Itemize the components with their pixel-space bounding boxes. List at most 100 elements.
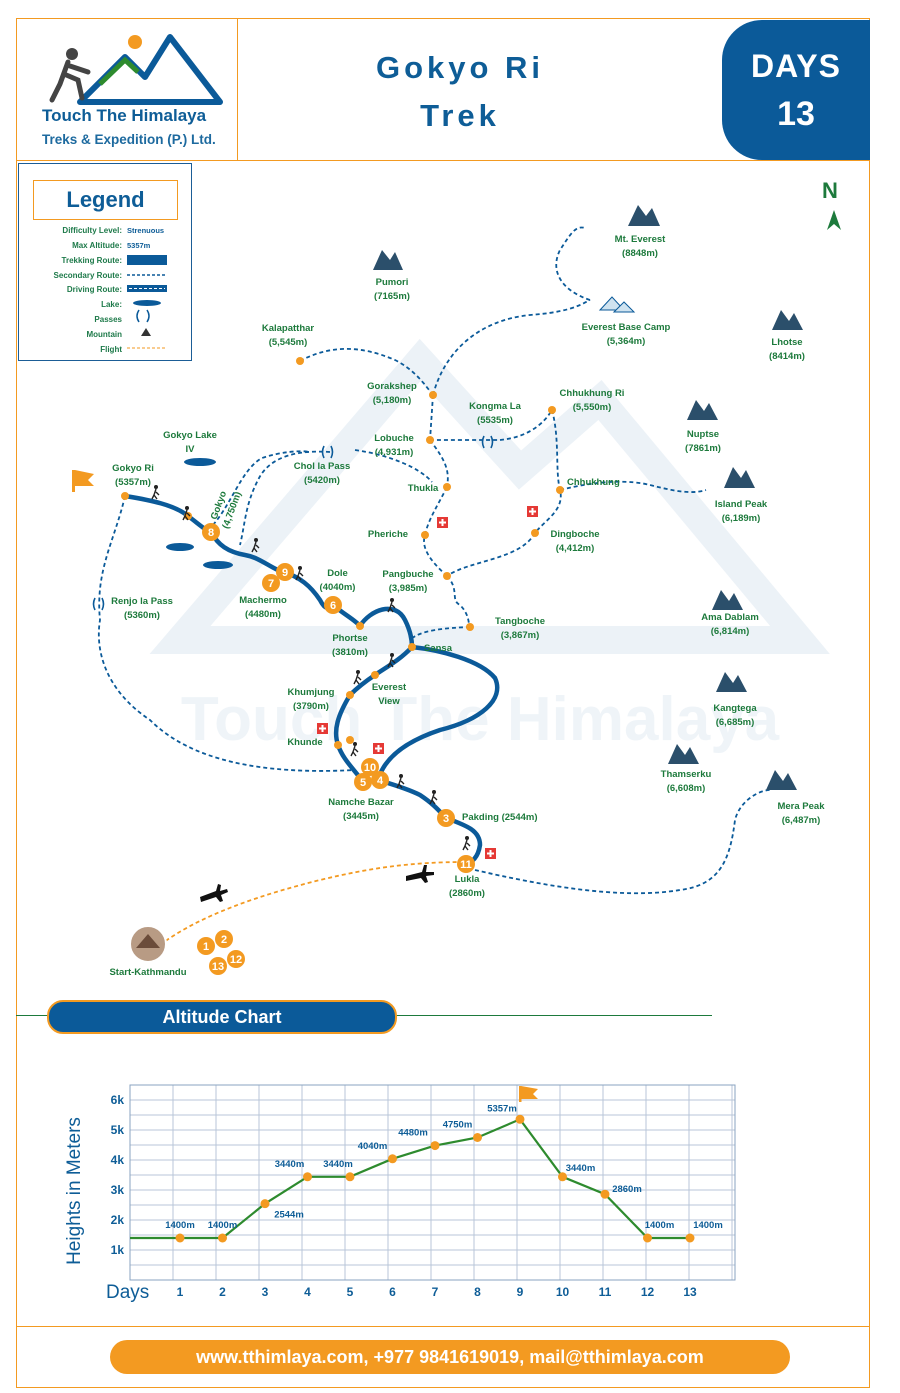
hospital-icon <box>437 517 448 528</box>
pass-icons <box>92 435 494 611</box>
day-pin: 12 <box>227 950 245 968</box>
x-tick-label: 4 <box>304 1285 311 1299</box>
y-tick-label: 4k <box>111 1153 125 1167</box>
label-lukla: Lukla(2860m) <box>438 873 496 901</box>
svg-text:2: 2 <box>221 934 227 946</box>
data-label: 3440m <box>566 1163 596 1174</box>
label-text: Sansa <box>424 643 452 654</box>
data-label: 1400m <box>165 1220 195 1231</box>
label-alt: (6,814m) <box>710 626 750 637</box>
x-tick-label: 12 <box>641 1285 655 1299</box>
svg-text:3: 3 <box>443 813 449 825</box>
hospital-icon <box>317 723 328 734</box>
day-pin: 4 <box>371 771 389 789</box>
label-text: Island Peak <box>714 499 768 510</box>
label-khunde: Khunde <box>280 736 330 750</box>
altitude-point <box>175 1233 185 1243</box>
hospital-icon <box>485 848 496 859</box>
gokyo-lake-icon <box>184 458 216 466</box>
page-title-line2: Trek <box>420 98 500 133</box>
mountain-icon <box>766 770 797 790</box>
altitude-point <box>303 1172 312 1182</box>
header-bottom-divider <box>16 160 870 161</box>
label-namche-bazar: Namche Bazar(3445m) <box>318 796 404 824</box>
x-tick-label: 2 <box>219 1285 226 1299</box>
mountain-icons <box>373 205 803 790</box>
label-text: Gokyo Ri <box>112 463 154 474</box>
legend-max-altitude-value: 5357m <box>127 241 151 250</box>
label-text: Start-Kathmandu <box>109 967 187 978</box>
lake-icon <box>166 543 194 551</box>
label-alt: (5535m) <box>477 415 513 426</box>
label-text: Khumjung <box>287 687 335 698</box>
summit-flag-icon <box>72 470 94 492</box>
legend-mountain-label: Mountain <box>86 330 122 339</box>
watermark-text: Touch The Himalaya <box>181 685 780 754</box>
legend-panel: Legend Difficulty Level: Strenuous Max A… <box>18 163 192 361</box>
plot-border <box>129 1084 736 1281</box>
label-gorakshep: Gorakshep(5,180m) <box>352 380 432 408</box>
label-machermo: Machermo(4480m) <box>228 594 298 622</box>
mountain-icon <box>373 250 403 270</box>
label-alt: (7165m) <box>374 291 410 302</box>
hiker-icon <box>396 774 405 789</box>
label-alt: (4,412m) <box>555 543 595 554</box>
svg-text:12: 12 <box>230 954 242 966</box>
label-lhotse: Lhotse(8414m) <box>752 336 822 364</box>
data-label: 1400m <box>645 1220 675 1231</box>
footer-divider <box>16 1326 870 1327</box>
label-ebc: Everest Base Camp(5,364m) <box>570 321 682 349</box>
label-alt: (4480m) <box>245 609 281 620</box>
label-text: Khunde <box>287 737 323 748</box>
legend-driving-label: Driving Route: <box>66 285 122 294</box>
data-label: 2860m <box>612 1184 642 1195</box>
mountain-logo-icon <box>49 34 223 105</box>
svg-text:10: 10 <box>364 762 376 774</box>
label-mera-peak: Mera Peak(6,487m) <box>768 800 834 828</box>
hiker-icon <box>462 836 471 851</box>
label-alt: (3,867m) <box>500 630 540 641</box>
brand-subtitle: Treks & Expedition (P.) Ltd. <box>42 132 216 147</box>
label-text: Dole <box>327 568 348 579</box>
y-tick-label: 2k <box>111 1213 125 1227</box>
altitude-point <box>685 1233 695 1243</box>
label-text: Lobuche <box>374 433 414 444</box>
label-alt: (5420m) <box>304 475 340 486</box>
label-mt-everest: Mt. Everest(8848m) <box>600 233 680 261</box>
north-label: N <box>822 178 838 203</box>
altitude-point <box>218 1233 227 1243</box>
label-alt: (3790m) <box>293 701 329 712</box>
label-kangtega: Kangtega(6,685m) <box>700 702 770 730</box>
airplane-icon <box>406 865 434 883</box>
x-tick-label: 6 <box>389 1285 396 1299</box>
label-text: Pangbuche <box>382 569 434 580</box>
label-text: Nuptse <box>686 429 720 440</box>
label-chhukhung: Chhukhung <box>567 476 620 490</box>
label-alt: (6,685m) <box>715 717 755 728</box>
x-tick-label: 3 <box>262 1285 269 1299</box>
label-chol-la-pass: Chol la Pass (5420m) <box>282 460 362 488</box>
mountain-icon <box>141 328 151 336</box>
label-alt: (5,550m) <box>572 402 612 413</box>
label-text: Namche Bazar <box>328 797 394 808</box>
altitude-point <box>260 1199 270 1209</box>
summit-flag-icon <box>519 1086 538 1102</box>
chart-ylabel: Heights in Meters <box>64 1117 85 1265</box>
data-label: 1400m <box>693 1220 723 1231</box>
label-chhukhung-ri: Chhukhung Ri(5,550m) <box>552 387 632 415</box>
label-text: Kalapatthar <box>261 323 315 334</box>
label-text: Chol la Pass <box>293 461 351 472</box>
label-pumori: Pumori(7165m) <box>352 276 432 304</box>
tent-icon <box>598 296 636 313</box>
mountain-icon <box>628 205 660 226</box>
x-tick-label: 5 <box>347 1285 354 1299</box>
days-value: 13 <box>777 95 815 133</box>
legend-trekking-swatch <box>127 255 167 265</box>
label-text: Kongma La <box>469 401 521 412</box>
label-thukla: Thukla <box>398 482 448 496</box>
label-dingboche: Dingboche(4,412m) <box>540 528 610 556</box>
label-phortse: Phortse(3810m) <box>318 632 382 660</box>
x-tick-label: 7 <box>432 1285 439 1299</box>
